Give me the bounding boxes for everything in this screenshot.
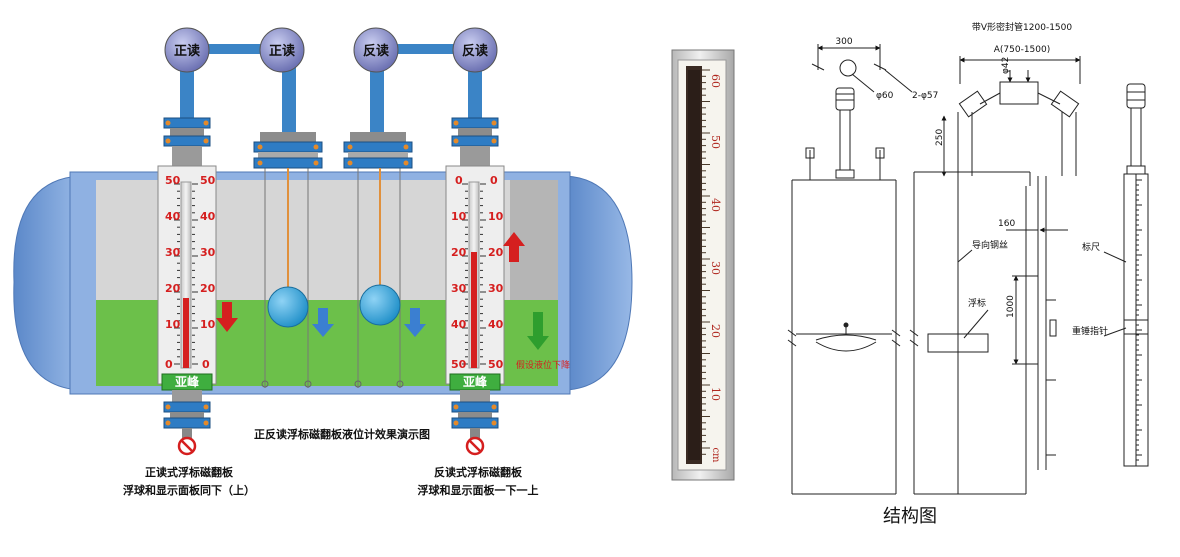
structure-drawing [787, 44, 1149, 495]
head-left-2: 正读 [259, 27, 305, 73]
scale-label: 30 [200, 246, 216, 259]
scale-label: 20 [488, 246, 504, 259]
gauge-left-red-fill [183, 298, 189, 368]
scale-label: 40 [165, 210, 181, 223]
a-range-label: A(750-1500) [994, 45, 1051, 55]
float-ball-left [267, 286, 309, 328]
dim-300: 300 [835, 37, 852, 47]
gauge-right-red-fill [471, 252, 477, 368]
arrow-down-blue [312, 308, 334, 337]
brand-label: 亚峰 [463, 374, 488, 389]
ruler-label: 50 [709, 135, 722, 149]
demo-panel: 正读 正读 反读 反读 [13, 27, 633, 497]
dim-2phi57: 2-φ57 [912, 91, 938, 101]
top-pipe-left [188, 44, 284, 54]
scale-label: 10 [200, 318, 216, 331]
tank-right-cap [565, 175, 633, 391]
scale-label: 0 [202, 358, 210, 371]
scale-label: 20 [451, 246, 467, 259]
ruler-label: 10 [709, 387, 722, 401]
anchor-dot [261, 380, 269, 388]
scale-label: 50 [200, 174, 216, 187]
ruler-photo: 60 50 40 30 20 10 cm [671, 49, 735, 481]
anchor-dot [354, 380, 362, 388]
left-caption-line1: 正读式浮标磁翻板 [145, 465, 234, 479]
stem [370, 64, 384, 134]
scale-label: 40 [488, 318, 504, 331]
left-caption-line2: 浮球和显示面板同下（上） [123, 483, 255, 497]
head-label: 正读 [269, 43, 295, 59]
scale-label: 50 [451, 358, 467, 371]
dim-250: 250 [935, 129, 945, 146]
scale-label: 10 [165, 318, 181, 331]
dim-1000: 1000 [1006, 295, 1016, 318]
flange-middle-left [253, 132, 323, 169]
scale-label: 20 [165, 282, 181, 295]
ruler-label: 20 [709, 324, 722, 338]
gauge-left-ticks [174, 183, 198, 365]
arrow-down-blue [404, 308, 426, 337]
top-pipe-right [376, 44, 476, 54]
ruler-unit: cm [710, 447, 721, 463]
arrow-down-red [216, 302, 238, 332]
flange-stack-left-top [163, 117, 211, 166]
scale-label: 40 [200, 210, 216, 223]
head-left-1: 正读 [164, 27, 210, 73]
dim-phi42: φ42 [1001, 57, 1011, 74]
scale-label: 0 [455, 174, 463, 187]
anchor-dot [304, 380, 312, 388]
arrow-down-green [527, 312, 549, 350]
scale-label: 40 [451, 318, 467, 331]
head-label: 反读 [462, 43, 488, 59]
ruler-label: 30 [709, 261, 722, 275]
ruler-label: 60 [709, 74, 722, 88]
flange-stack-right-bottom [451, 390, 499, 456]
scale-label: 50 [488, 358, 504, 371]
gauge-right-ticks [462, 183, 486, 365]
scale-label: 20 [200, 282, 216, 295]
stem [468, 64, 482, 124]
scale-label: 30 [451, 282, 467, 295]
scale-label: 0 [490, 174, 498, 187]
dim-160: 160 [998, 219, 1015, 229]
gauge-left: 50 40 30 20 10 0 50 40 30 20 10 0 亚峰 [157, 165, 217, 391]
structure-labels: 300 φ60 2-φ57 带V形密封管1200-1500 A(750-1500… [835, 21, 1108, 527]
brand-label: 亚峰 [175, 374, 200, 389]
anchor-dot [396, 380, 404, 388]
head-label: 反读 [363, 43, 389, 59]
guide-wire-label: 导向钢丝 [972, 239, 1008, 251]
dim-phi60: φ60 [876, 91, 894, 101]
scale-label-text: 标尺 [1082, 241, 1100, 253]
stem [180, 64, 194, 124]
structure-title: 结构图 [883, 506, 937, 527]
ruler-ticks [702, 69, 710, 455]
v-pipe-label: 带V形密封管1200-1500 [972, 21, 1072, 33]
demo-title: 正反读浮标磁翻板液位计效果演示图 [254, 427, 430, 441]
float-label: 浮标 [968, 297, 986, 309]
float-ball-right [359, 284, 401, 326]
heavy-pointer-label: 重锤指针 [1072, 325, 1108, 337]
scale-label: 10 [488, 210, 504, 223]
falling-note: 假设液位下降 [516, 359, 570, 371]
scale-label: 30 [488, 282, 504, 295]
gauge-right: 0 10 20 30 40 50 0 10 20 30 40 50 亚峰 [445, 165, 505, 391]
scale-label: 50 [165, 174, 181, 187]
flange-stack-right-top [451, 117, 499, 166]
scale-label: 10 [451, 210, 467, 223]
right-caption-line1: 反读式浮标磁翻板 [434, 465, 523, 479]
scale-label: 0 [165, 358, 173, 371]
tank-left-cap [13, 175, 81, 391]
scale-label: 30 [165, 246, 181, 259]
arrow-up-red [503, 232, 525, 262]
head-right-1: 反读 [353, 27, 399, 73]
right-caption-line2: 浮球和显示面板一下一上 [418, 483, 539, 497]
flange-middle-right [343, 132, 413, 169]
stem [282, 64, 296, 134]
flange-stack-left-bottom [163, 390, 211, 456]
head-label: 正读 [174, 43, 200, 59]
ruler-label: 40 [709, 198, 722, 212]
head-right-2: 反读 [452, 27, 498, 73]
